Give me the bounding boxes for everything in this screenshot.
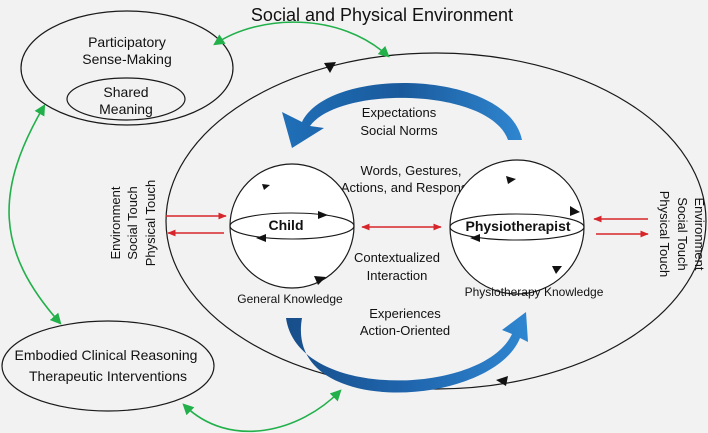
child-sphere [229, 163, 355, 289]
blue-arrow-expectations [282, 82, 522, 148]
shared-meaning-ellipse [66, 77, 186, 121]
child-caption: General Knowledge [237, 292, 343, 306]
label-interaction: Interaction [367, 268, 428, 283]
label-expectations: Expectations [362, 105, 437, 120]
outer-ellipse-arrowhead-top [324, 62, 336, 73]
label-words-gestures: Words, Gestures, [361, 163, 462, 178]
right-label-physical-touch: Physical Touch [657, 191, 672, 277]
physiotherapist-sphere [449, 159, 585, 295]
sense-making-ellipse [20, 10, 234, 126]
label-experiences: Experiences [369, 306, 441, 321]
outer-ellipse-arrowhead-bottom [496, 376, 508, 386]
environment-ellipse [165, 52, 707, 390]
physiotherapist-caption: Physiotherapy Knowledge [465, 285, 604, 299]
physiotherapist-label: Physiotherapist [465, 218, 570, 234]
child-label: Child [269, 217, 304, 233]
shared-meaning-label-line2: Meaning [99, 101, 153, 117]
blue-arrow-experiences [286, 312, 528, 393]
right-label-social-touch: Social Touch [675, 197, 690, 270]
label-actions-responses: Actions, and Responses [341, 180, 482, 195]
green-arrow-top [213, 21, 390, 58]
embodied-reasoning-ellipse [1, 320, 215, 412]
diagram-title: Social and Physical Environment [251, 5, 513, 25]
label-action-oriented: Action-Oriented [360, 323, 450, 338]
left-label-environment: Environment [108, 186, 123, 259]
green-arrow-bottom [182, 389, 342, 433]
sense-making-label-line2: Sense-Making [82, 51, 172, 67]
left-label-social-touch: Social Touch [125, 186, 140, 259]
embodied-reasoning-label-line2: Therapeutic Interventions [29, 368, 187, 384]
label-social-norms: Social Norms [360, 123, 438, 138]
label-contextualized: Contextualized [354, 250, 440, 265]
sense-making-label-line1: Participatory [88, 34, 166, 50]
right-label-environment: Environment [692, 198, 707, 271]
shared-meaning-label-line1: Shared [103, 84, 148, 100]
green-arrow-left [8, 104, 62, 325]
left-label-physical-touch: Physical Touch [143, 180, 158, 266]
embodied-reasoning-label-line1: Embodied Clinical Reasoning [15, 347, 198, 363]
